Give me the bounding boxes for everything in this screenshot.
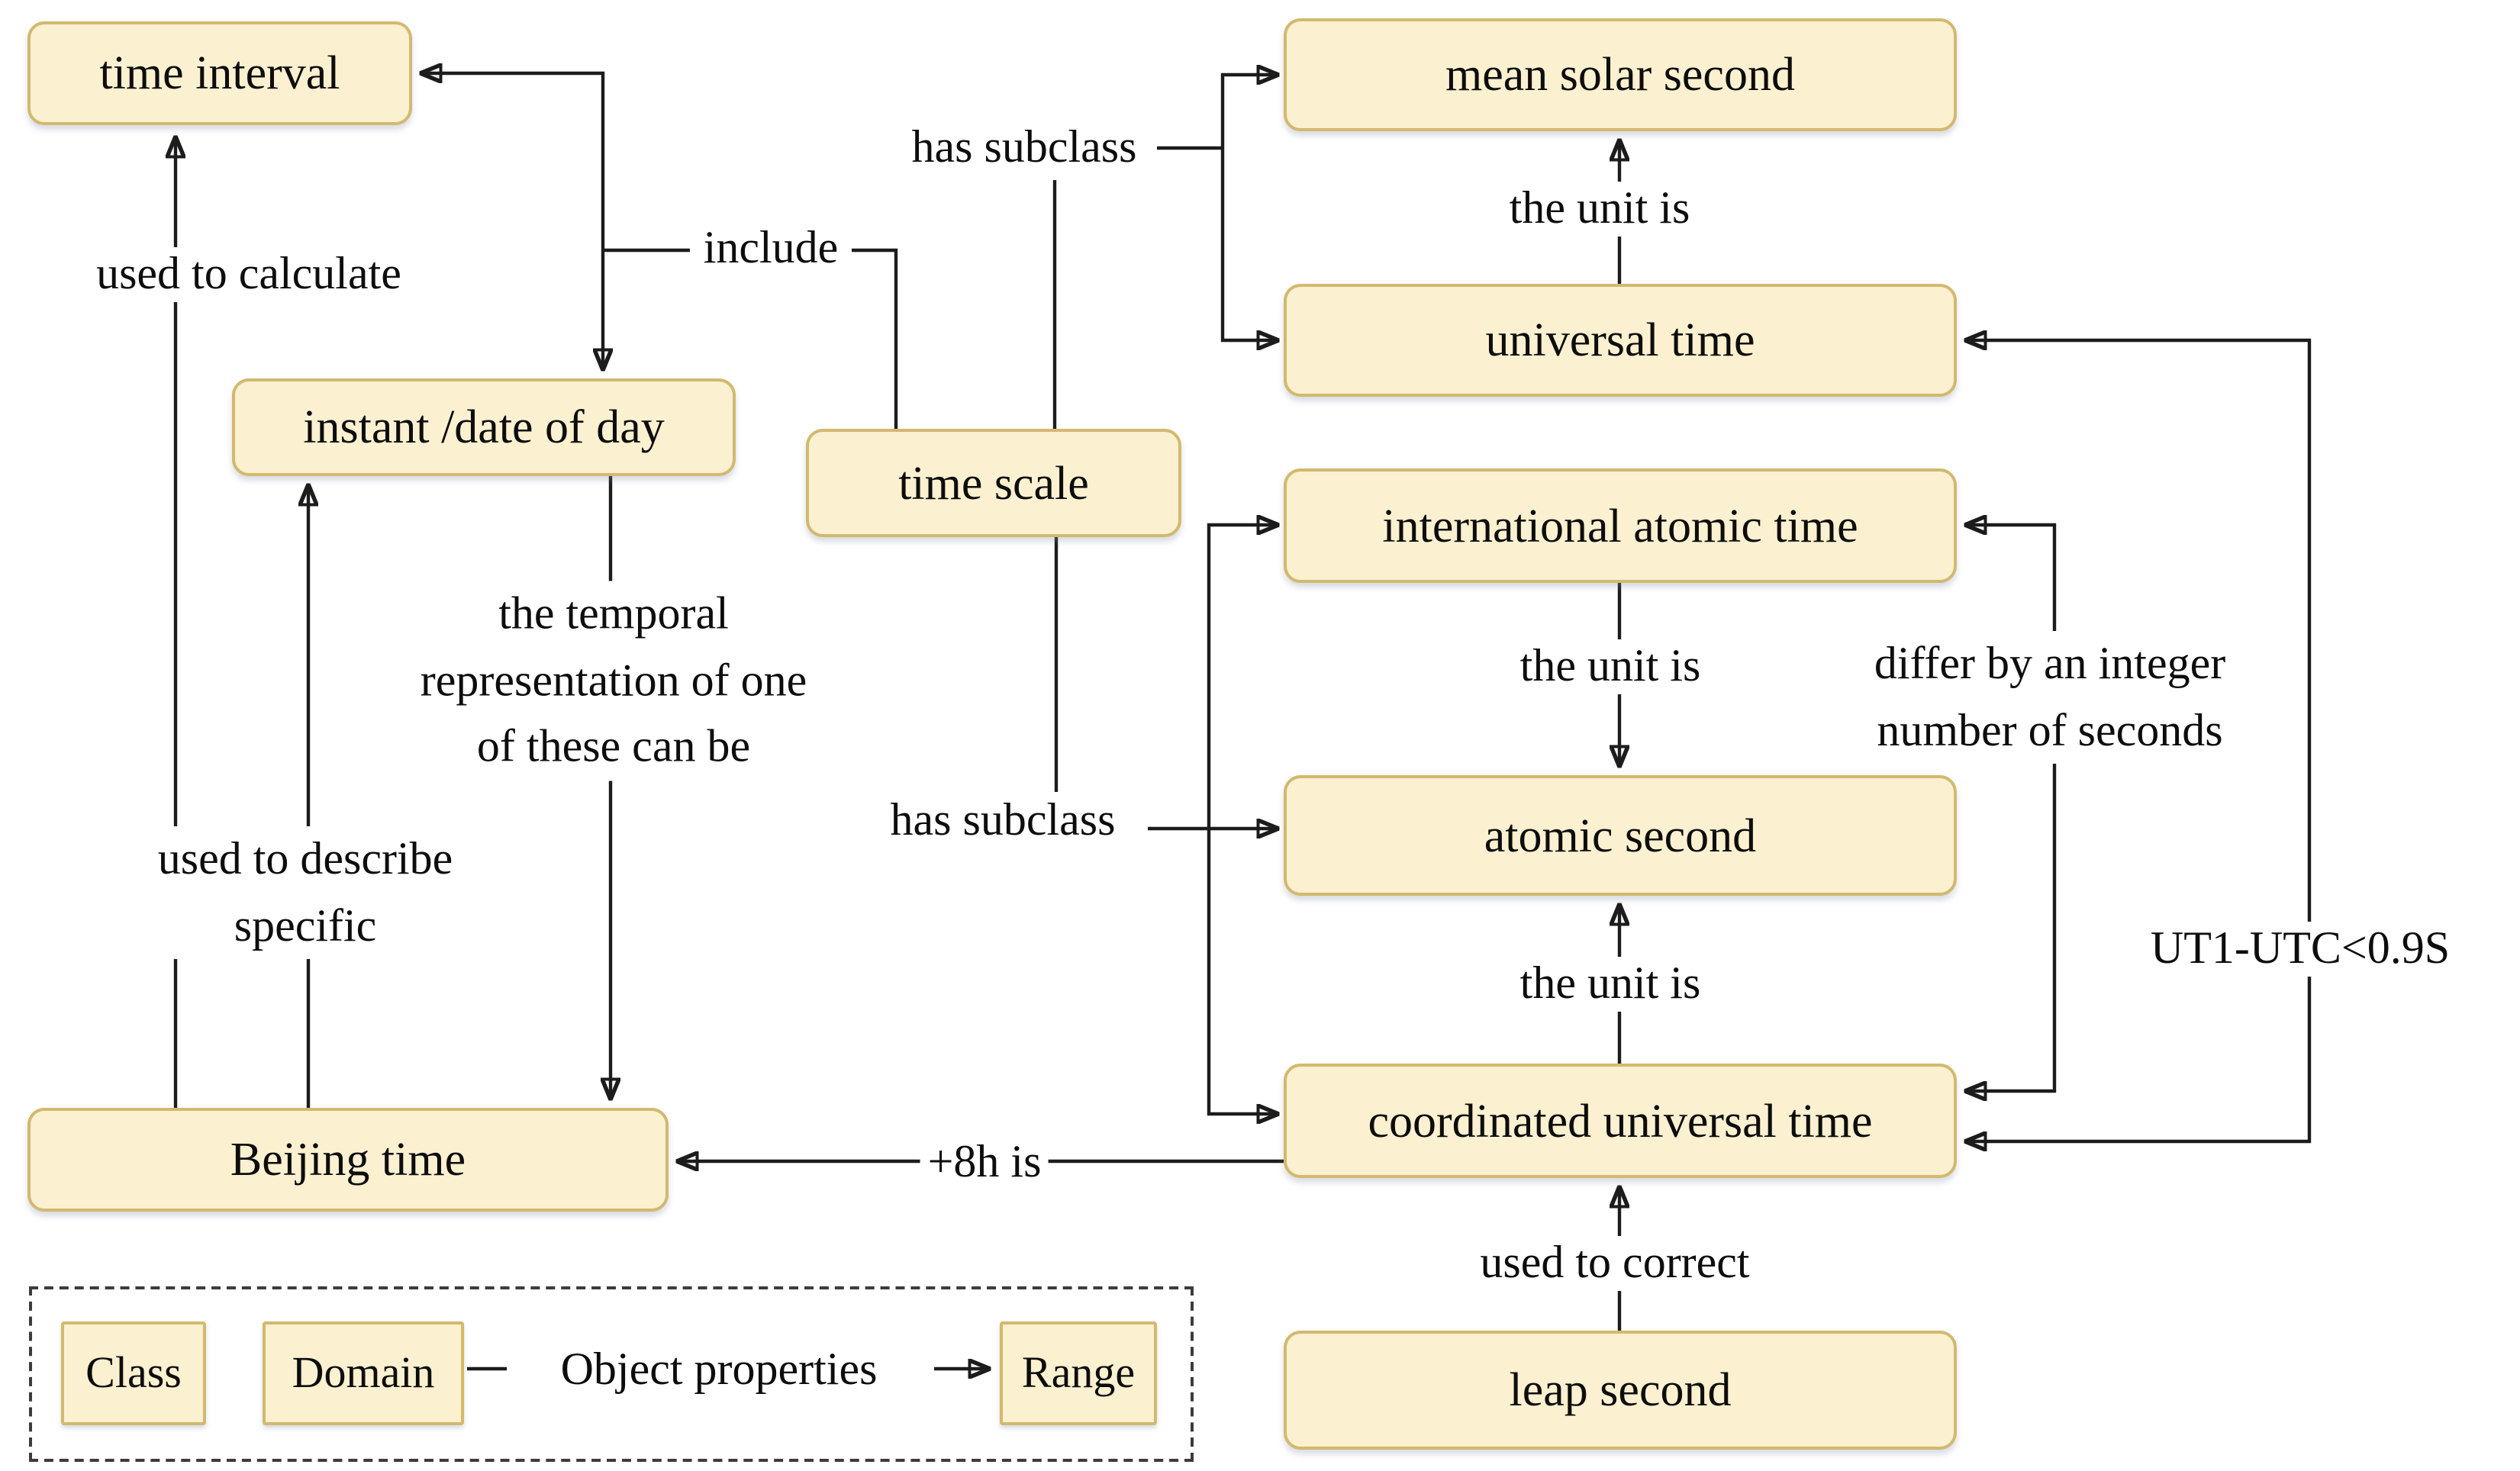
edge-label-used-to-correct: used to correct (1472, 1236, 1758, 1291)
node-time-interval: time interval (27, 21, 412, 125)
node-universal-time: universal time (1284, 284, 1957, 397)
node-atomic-second: atomic second (1284, 775, 1957, 896)
edge-label-has-subclass-mid: has subclass (882, 793, 1123, 848)
connector-include-to-time-scale (852, 248, 898, 429)
edge-label-temporal-representation: the temporal representation of one of th… (412, 581, 815, 781)
edge-label-differ-by-integer: differ by an integer number of seconds (1866, 631, 2234, 764)
node-coordinated-universal-time: coordinated universal time (1284, 1064, 1957, 1178)
node-international-atomic-time: international atomic time (1284, 468, 1957, 583)
connector-bracket-to-universal-time (1220, 148, 1278, 340)
connector-bracket-to-coordinated-universal (1207, 829, 1278, 1114)
edge-label-used-to-describe: used to describe specific (150, 826, 461, 959)
edge-label-include: include (695, 221, 846, 276)
edge-label-the-unit-is-low: the unit is (1512, 957, 1709, 1012)
node-instant-date-of-day: instant /date of day (232, 378, 736, 476)
connector-differ-by-integer (1966, 525, 2057, 1091)
legend-class-box: Class (61, 1321, 206, 1425)
edge-label-ut1-utc: UT1-UTC<0.9S (2142, 922, 2458, 977)
edge-label-plus8h: +8h is (920, 1135, 1049, 1190)
edge-label-has-subclass-top: has subclass (904, 121, 1145, 175)
connector-bracket-to-mean-solar-second (1220, 75, 1278, 148)
edge-label-the-unit-is-top: the unit is (1501, 182, 1698, 237)
connector-ut1-utc (1966, 340, 2312, 1141)
edge-label-used-to-calculate: used to calculate (89, 247, 409, 302)
legend-object-properties-label: Object properties (560, 1344, 878, 1395)
node-time-scale: time scale (806, 429, 1181, 537)
node-beijing-time: Beijing time (27, 1108, 669, 1212)
node-mean-solar-second: mean solar second (1284, 18, 1957, 131)
connector-bracket-to-international-atomic (1207, 525, 1278, 829)
legend-range-box: Range (1000, 1321, 1157, 1425)
legend-domain-box: Domain (263, 1321, 464, 1425)
node-leap-second: leap second (1284, 1331, 1957, 1450)
connector-include-to-time-interval (421, 73, 605, 250)
edge-label-the-unit-is-mid: the unit is (1512, 639, 1709, 694)
legend-box (29, 1286, 1194, 1462)
